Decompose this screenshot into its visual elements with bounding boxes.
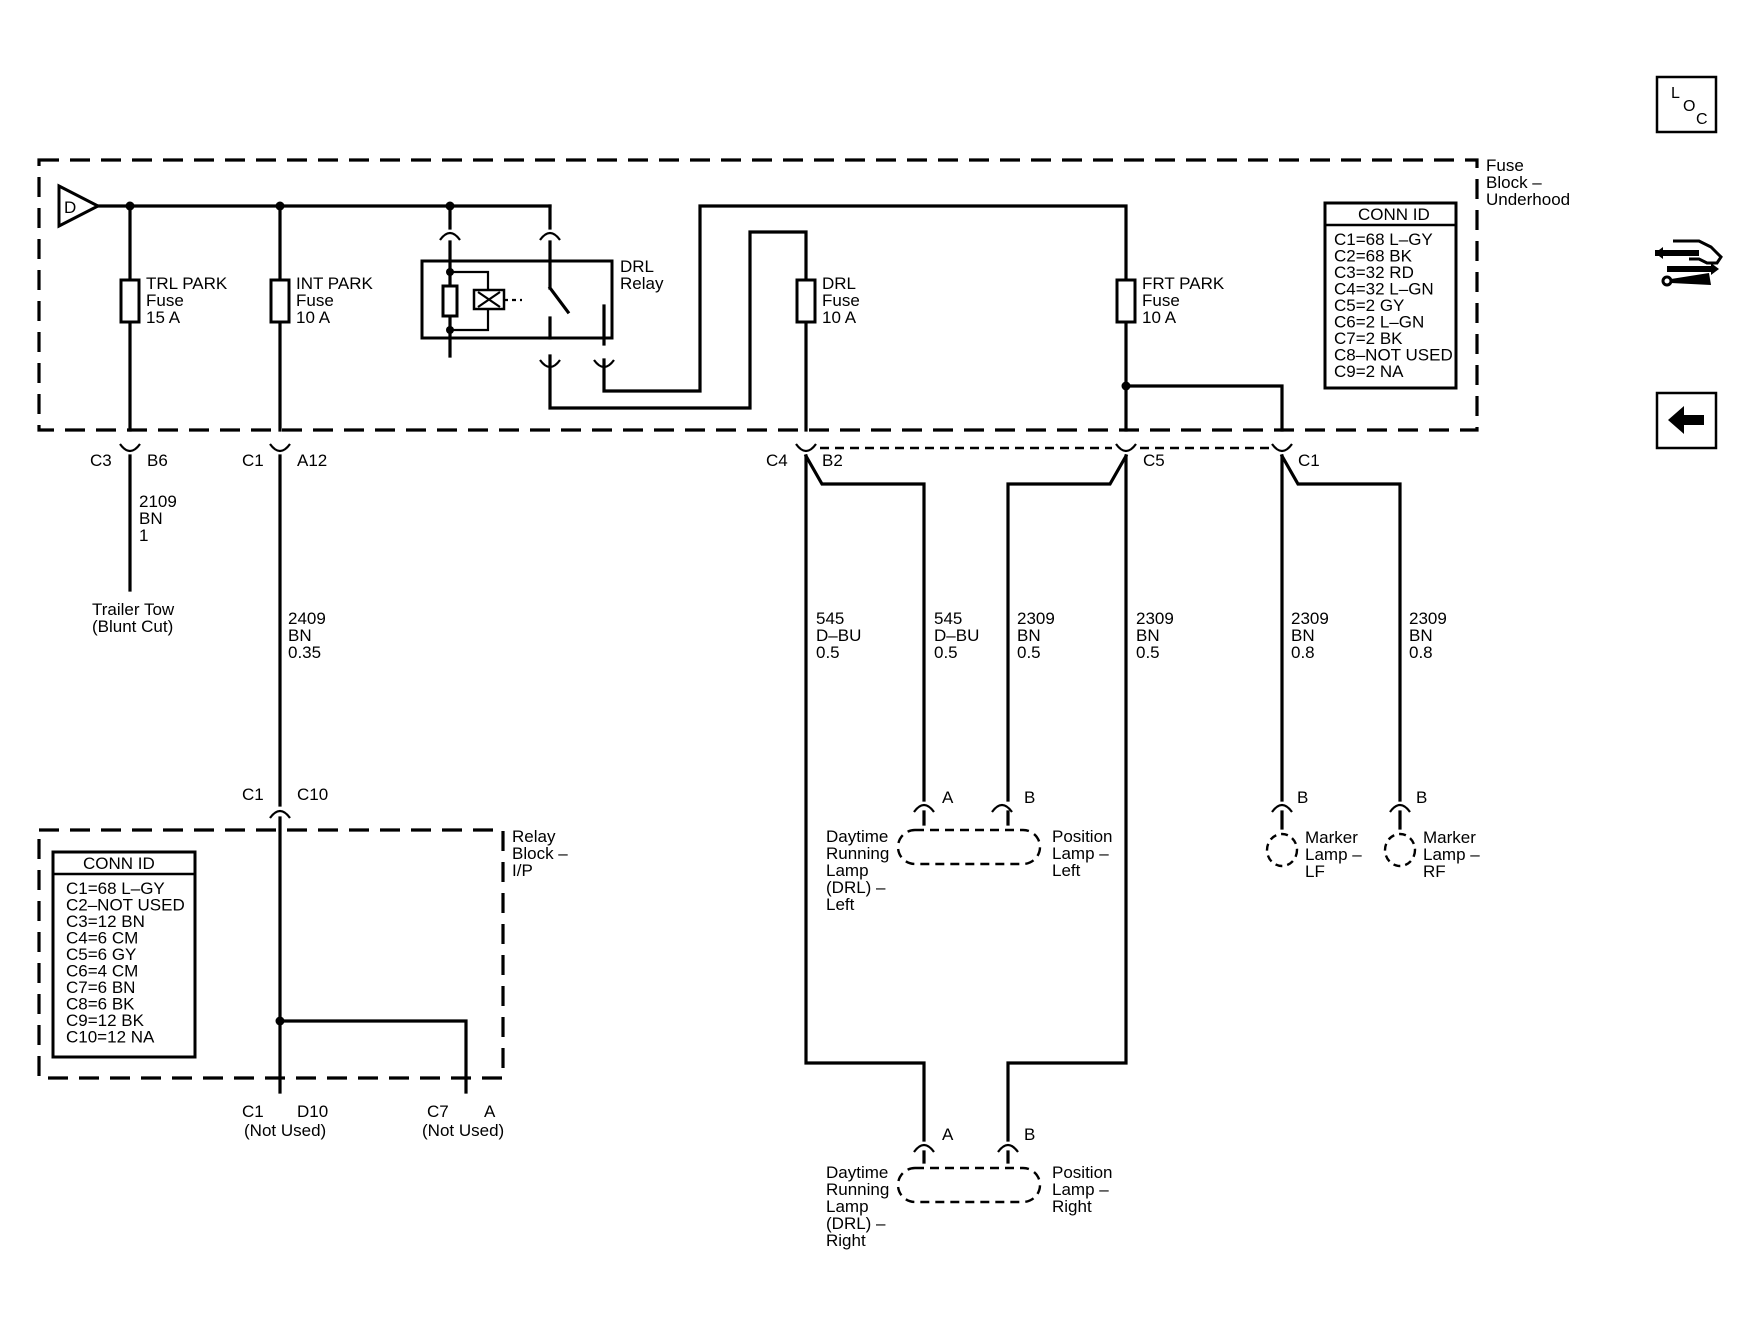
pin-b6-label: B6 xyxy=(147,451,168,470)
svg-text:B: B xyxy=(1297,788,1308,807)
loc-letter-l: L xyxy=(1671,85,1680,102)
trailer-tow-label: Trailer Tow(Blunt Cut) xyxy=(92,600,175,636)
svg-text:C10: C10 xyxy=(297,785,328,804)
fuse-block-connectors xyxy=(119,443,1293,453)
svg-text:B: B xyxy=(1024,1125,1035,1144)
loc-letter-c: C xyxy=(1696,111,1708,128)
pin-b2-label: B2 xyxy=(822,451,843,470)
back-arrow-icon xyxy=(1668,406,1704,434)
power-source-symbol: D xyxy=(57,183,102,229)
conn-c3-label: C3 xyxy=(90,451,112,470)
loc-button[interactable]: L O C xyxy=(1655,75,1718,134)
svg-text:D: D xyxy=(64,198,76,217)
svg-text:B: B xyxy=(1024,788,1035,807)
svg-text:D10: D10 xyxy=(297,1102,328,1121)
svg-text:A: A xyxy=(942,1125,954,1144)
svg-text:(Not Used): (Not Used) xyxy=(244,1121,326,1140)
component-locator-icon[interactable] xyxy=(1655,239,1723,287)
conn-c5-label: C5 xyxy=(1143,451,1165,470)
conn-c4-label: C4 xyxy=(766,451,788,470)
svg-text:(Not Used): (Not Used) xyxy=(422,1121,504,1140)
relay-block-conn-id-table: CONN ID C1=68 L–GY C2–NOT USED C3=12 BN … xyxy=(51,850,197,1059)
svg-text:C1=68 L–GY C2=68 BK: C1=68 L–GY C2=68 BK C3=32 RD C4=32 L–GN … xyxy=(1334,230,1457,381)
svg-text:C1=68 L–GY C2–NOT USED: C1=68 L–GY C2–NOT USED C3=12 BN C4=6 CM … xyxy=(66,879,189,1047)
svg-text:C7: C7 xyxy=(427,1102,449,1121)
svg-text:CONN ID: CONN ID xyxy=(83,854,155,873)
svg-text:CONN ID: CONN ID xyxy=(1358,205,1430,224)
fuse-block-label: Fuse Block – Underhood xyxy=(1486,156,1570,209)
svg-text:C1: C1 xyxy=(242,785,264,804)
conn-c1-a12-label: C1 xyxy=(242,451,264,470)
loc-letter-o: O xyxy=(1683,98,1695,115)
fuse-block-conn-id-table: CONN ID C1=68 L–GY C2=68 BK C3=32 RD C4=… xyxy=(1323,201,1458,390)
conn-c1-right-label: C1 xyxy=(1298,451,1320,470)
svg-text:B: B xyxy=(1416,788,1427,807)
svg-text:C1: C1 xyxy=(242,1102,264,1121)
svg-text:A: A xyxy=(942,788,954,807)
back-button[interactable] xyxy=(1655,391,1718,450)
pin-a12-label: A12 xyxy=(297,451,327,470)
svg-text:A: A xyxy=(484,1102,496,1121)
